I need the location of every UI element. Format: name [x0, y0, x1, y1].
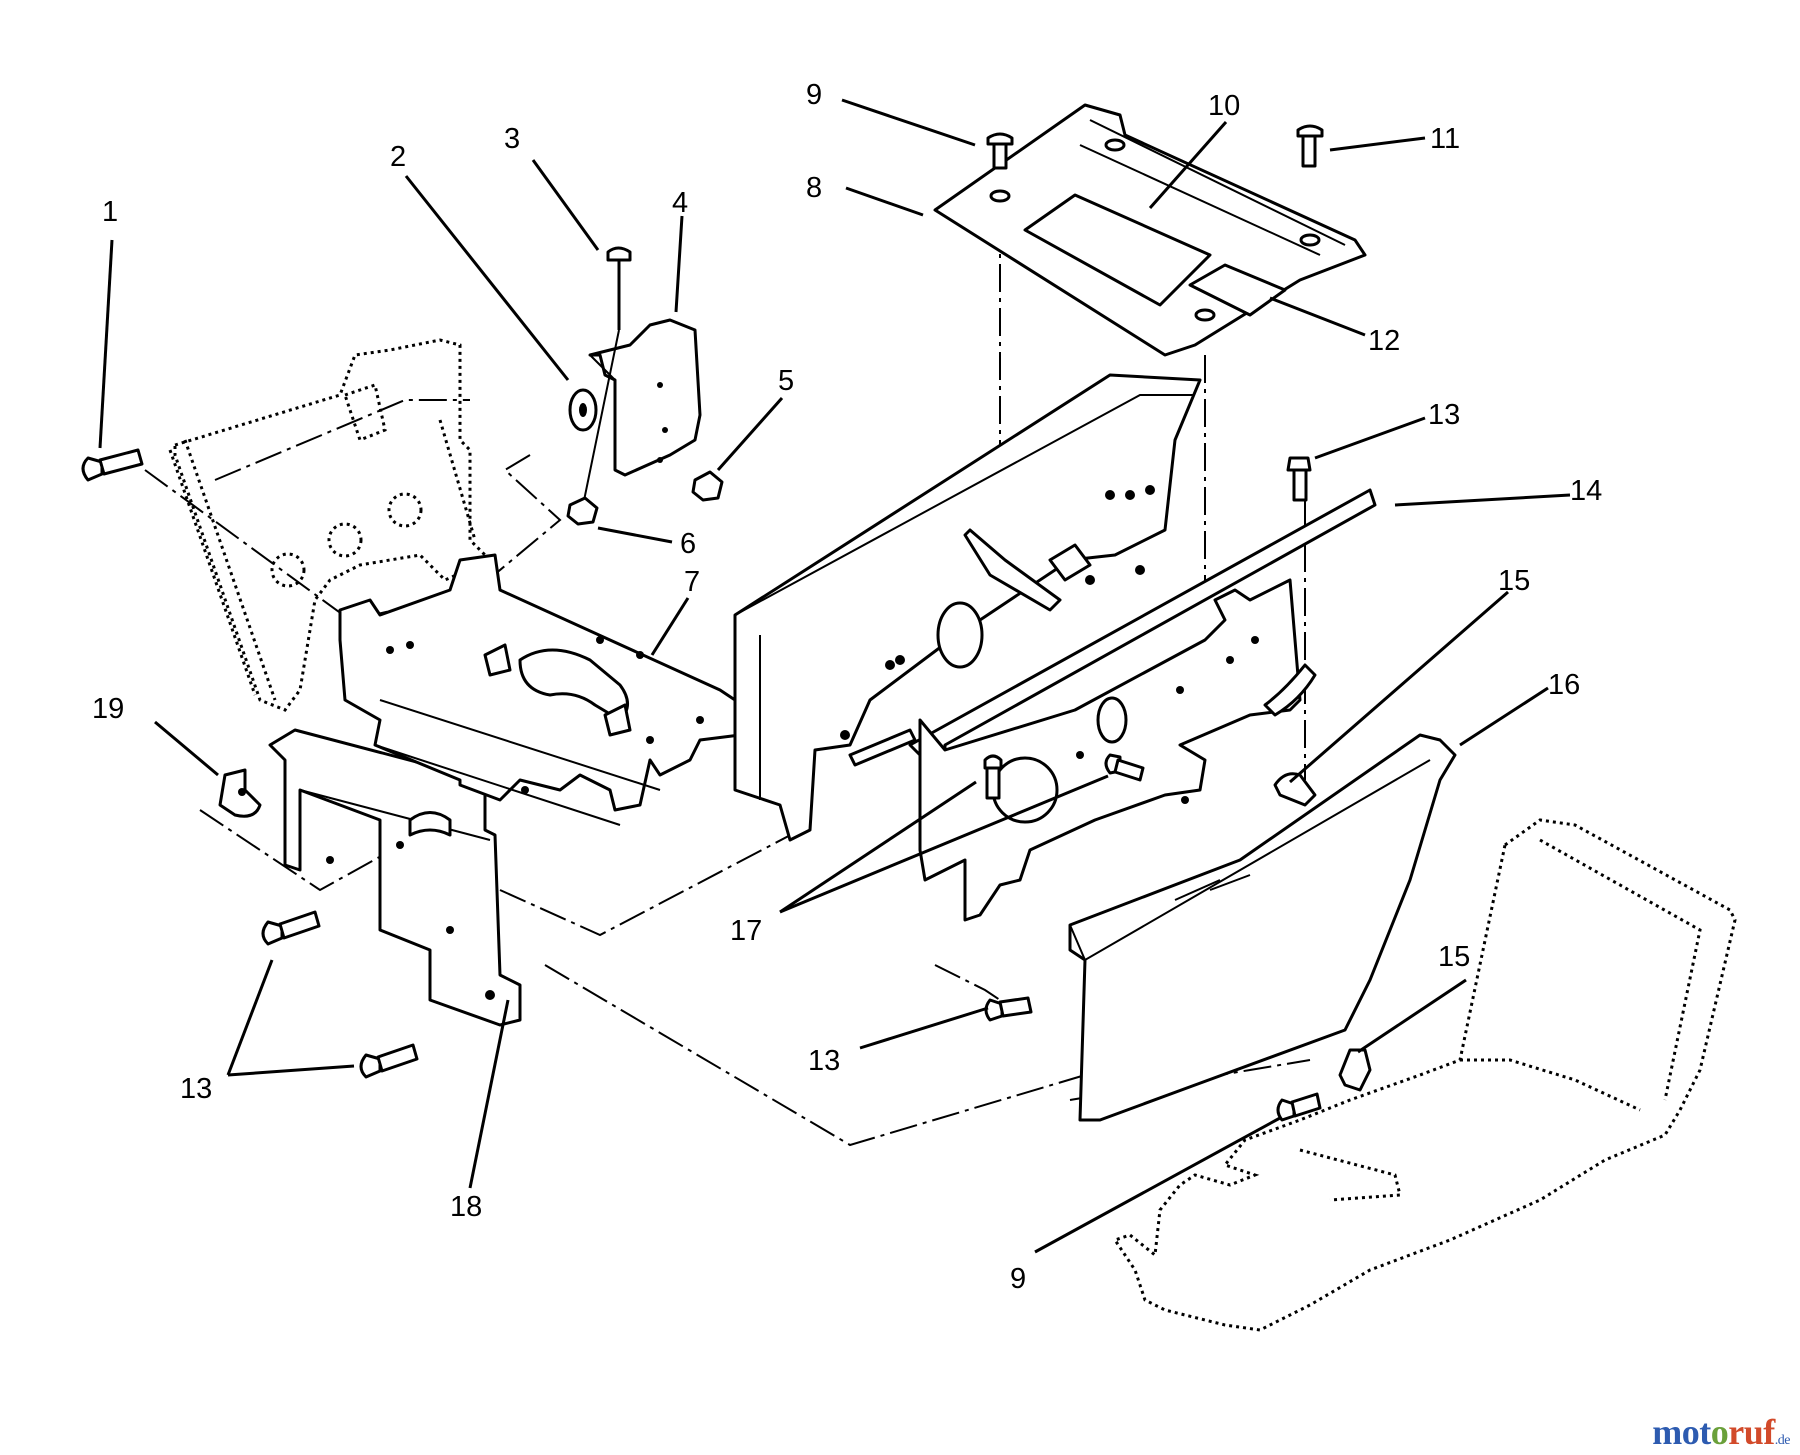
callout-8: 8 — [806, 172, 822, 204]
part-9-screw-top — [986, 132, 1014, 170]
part-14-frame-rail — [908, 488, 1377, 922]
callout-5: 5 — [778, 365, 794, 397]
callout-labels: 1 2 3 4 5 6 7 8 9 10 11 12 13 14 15 16 1… — [92, 79, 1602, 1295]
callout-15-top: 15 — [1498, 565, 1530, 597]
callout-13-top: 13 — [1428, 399, 1460, 431]
part-18-bracket — [268, 728, 522, 1027]
watermark-part-c: ruf — [1728, 1412, 1775, 1452]
callout-13-mid: 13 — [808, 1045, 840, 1077]
callout-1: 1 — [102, 196, 118, 228]
cover-holes — [989, 138, 1321, 322]
callout-7: 7 — [684, 566, 700, 598]
watermark-logo: motoruf.de — [1652, 1411, 1790, 1453]
callout-16: 16 — [1548, 669, 1580, 701]
watermark-part-b: o — [1710, 1412, 1729, 1452]
part-6-nut — [566, 496, 599, 526]
part-11-screw — [1296, 124, 1324, 168]
leader-lines — [98, 98, 1571, 1254]
callout-4: 4 — [672, 187, 688, 219]
callout-9-top: 9 — [806, 79, 822, 111]
part-7-plate — [338, 553, 762, 826]
callout-14: 14 — [1570, 475, 1602, 507]
part-12-decal — [1188, 263, 1287, 317]
callout-2: 2 — [390, 141, 406, 173]
part-2-washer — [568, 388, 598, 432]
callout-15-bottom: 15 — [1438, 941, 1470, 973]
watermark-part-a: mot — [1652, 1412, 1711, 1452]
part-15-clip-bottom — [1338, 1048, 1372, 1092]
part-3-bolt — [579, 246, 632, 521]
part-19-clip — [218, 768, 262, 818]
part-13-bolt-top — [1286, 456, 1312, 502]
callout-12: 12 — [1368, 325, 1400, 357]
part-13-bolts-bottom — [261, 910, 1322, 1122]
part-16-side-panel — [1068, 733, 1457, 1122]
watermark-part-d: .de — [1774, 1433, 1791, 1448]
part-10-decal — [1023, 193, 1212, 307]
callout-17: 17 — [730, 915, 762, 947]
part-17-bolts — [983, 753, 1145, 800]
part-4-bracket — [588, 318, 702, 477]
callout-19: 19 — [92, 693, 124, 725]
callout-6: 6 — [680, 528, 696, 560]
callout-9-bottom: 9 — [1010, 1263, 1026, 1295]
part-1-bolt — [81, 448, 144, 482]
callout-3: 3 — [504, 123, 520, 155]
part-15-clip-top — [1273, 772, 1317, 807]
main-frame — [733, 373, 1202, 842]
callout-10: 10 — [1208, 90, 1240, 122]
floor-pan-outline — [1112, 818, 1737, 1332]
callout-13-left: 13 — [180, 1073, 212, 1105]
callout-18: 18 — [450, 1191, 482, 1223]
callout-11: 11 — [1430, 123, 1460, 155]
part-5-nut — [691, 470, 724, 502]
